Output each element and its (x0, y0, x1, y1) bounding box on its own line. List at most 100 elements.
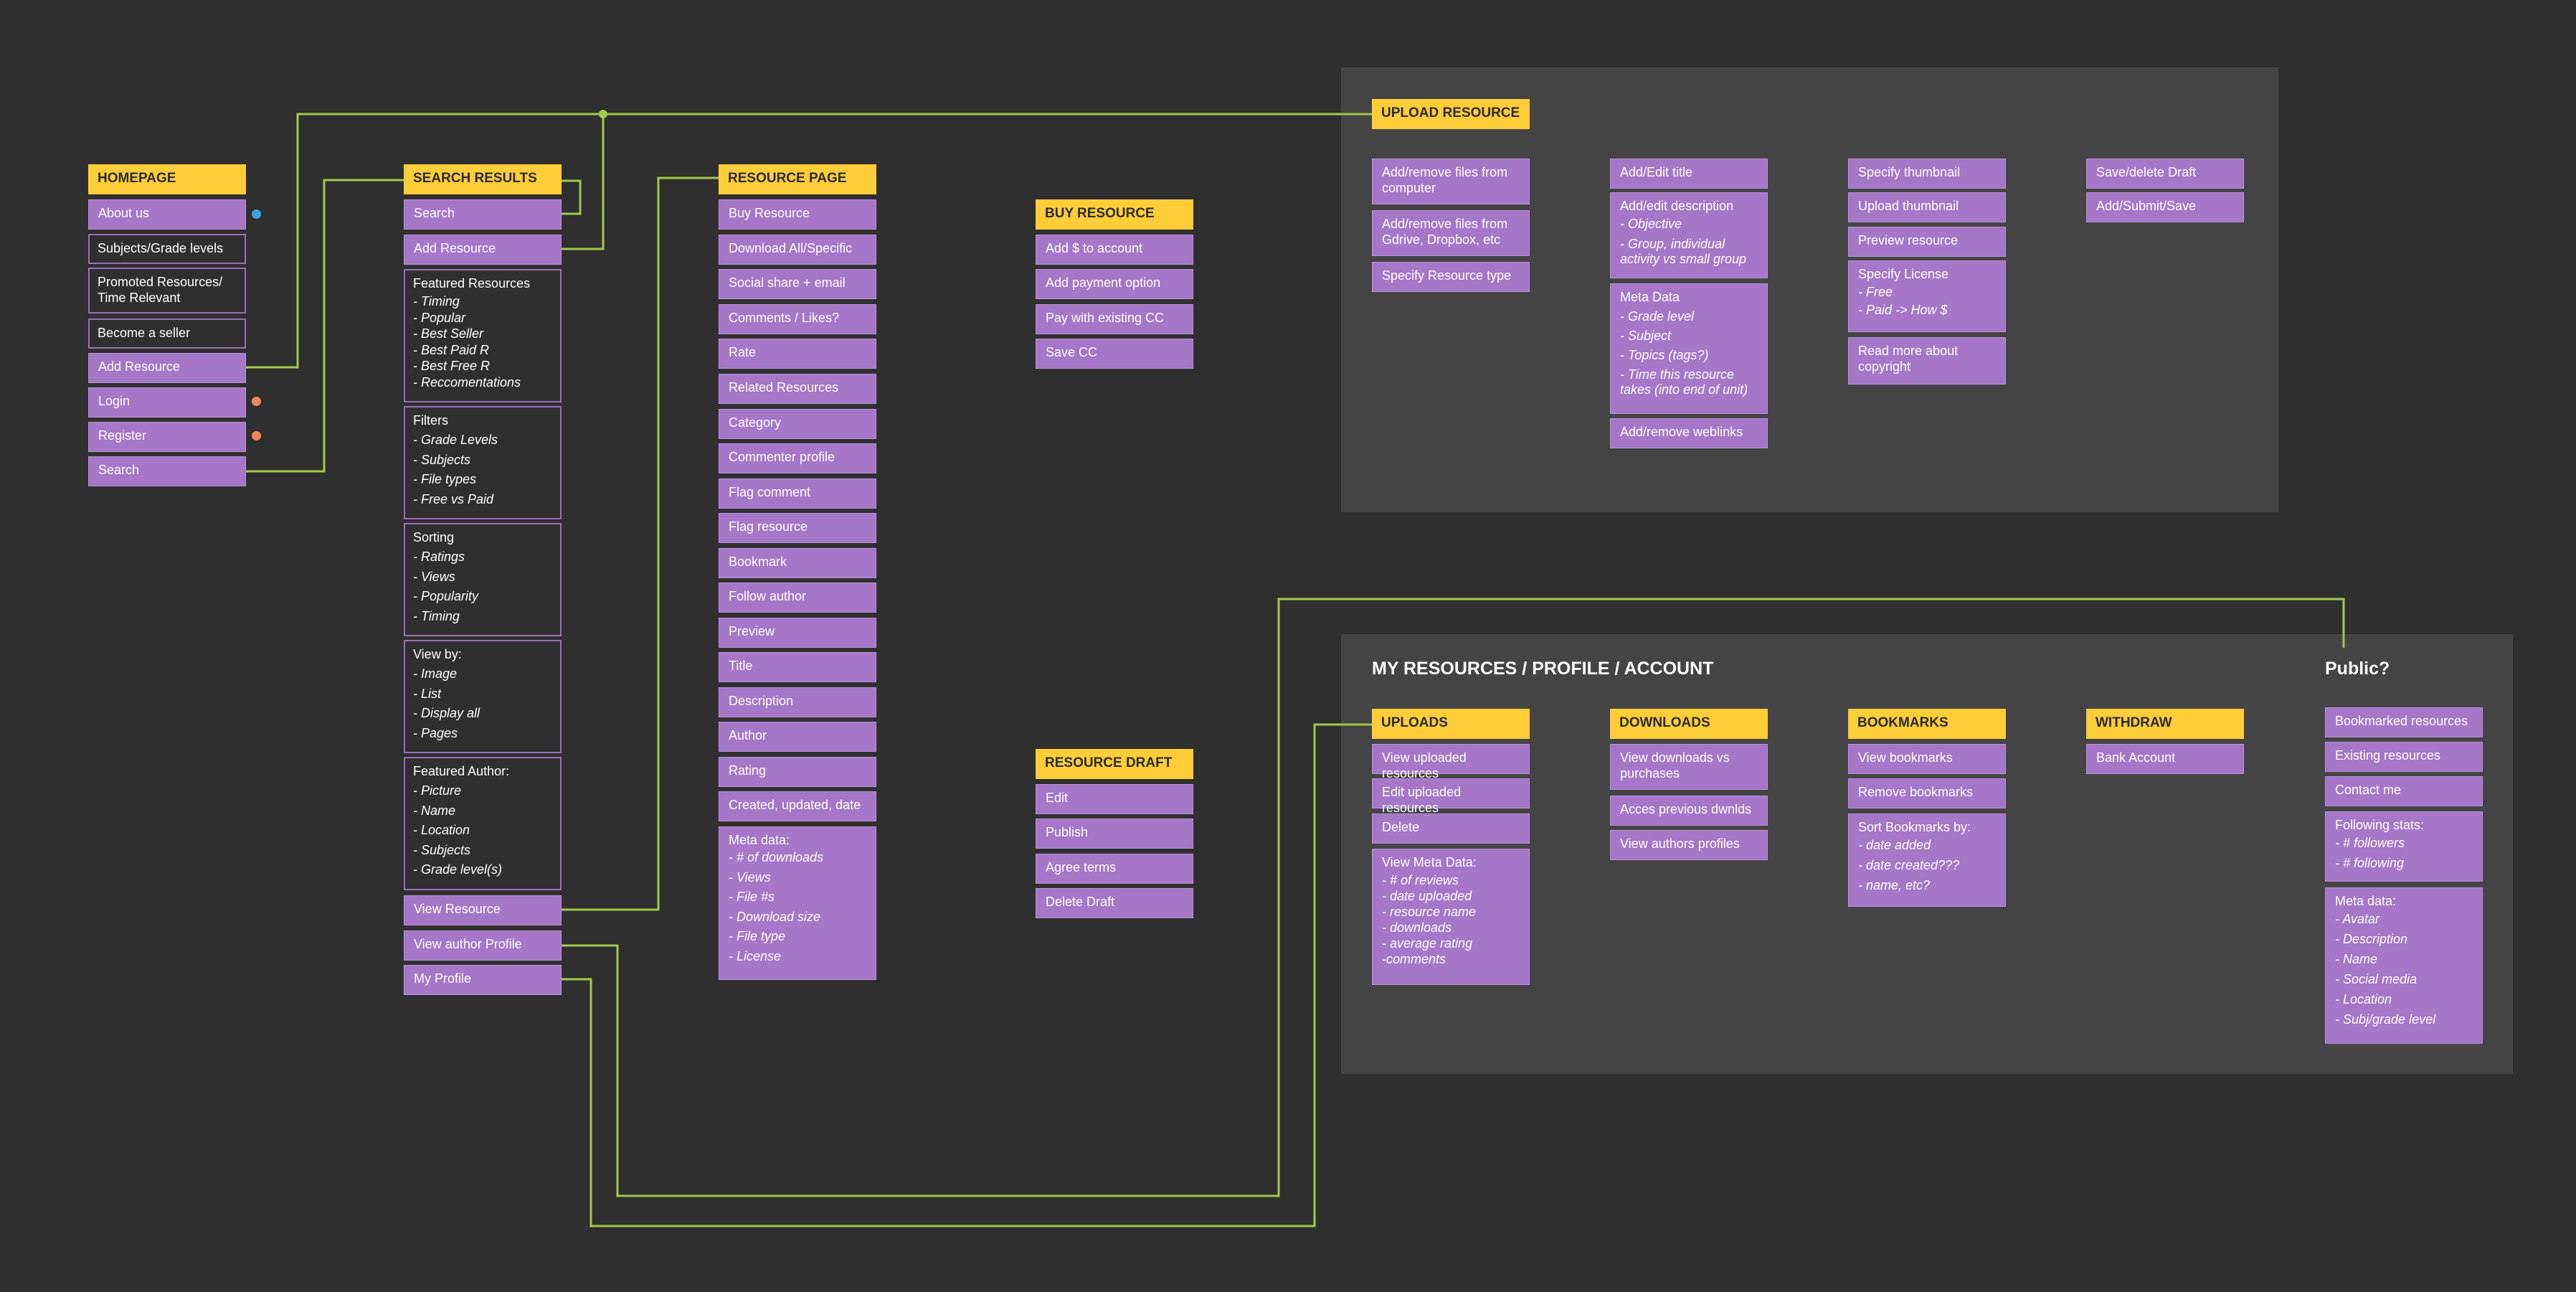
sorting-card[interactable]: Sorting Ratings Views Popularity Timing (404, 523, 562, 636)
list-item: Download size (729, 907, 867, 928)
category-link[interactable]: Category (719, 409, 876, 439)
existing-resources-button[interactable]: Existing resources (2325, 742, 2483, 772)
list-item: Location (413, 821, 552, 841)
view-authors-profiles-button[interactable]: View authors profiles (1610, 830, 1768, 860)
list-item: Best Seller (413, 326, 552, 342)
about-us-link[interactable]: About us (88, 199, 246, 230)
search-results-search-button[interactable]: Search (404, 199, 562, 230)
list-item: Grade level (1620, 307, 1758, 326)
account-section-title: MY RESOURCES / PROFILE / ACCOUNT (1372, 659, 1714, 679)
featured-author-list: Picture Name Location Subjects Grade lev… (413, 781, 552, 880)
promoted-resources-item[interactable]: Promoted Resources/ Time Relevant (88, 268, 246, 313)
add-files-cloud-button[interactable]: Add/remove files from Gdrive, Dropbox, e… (1372, 210, 1530, 256)
delete-upload-button[interactable]: Delete (1372, 814, 1530, 844)
list-item: Free (1858, 282, 1997, 302)
save-cc-button[interactable]: Save CC (1036, 339, 1193, 369)
public-section-title: Public? (2325, 659, 2390, 679)
list-item: Subject (1620, 326, 1758, 346)
register-button[interactable]: Register (88, 422, 246, 452)
download-button[interactable]: Download All/Specific (719, 235, 876, 265)
bank-account-button[interactable]: Bank Account (2086, 744, 2244, 774)
meta-data-list: Grade level Subject Topics (tags?) Time … (1620, 307, 1758, 397)
specify-resource-type-field[interactable]: Specify Resource type (1372, 262, 1530, 292)
add-funds-button[interactable]: Add $ to account (1036, 235, 1193, 265)
edit-description-card[interactable]: Add/edit description Objective Group, in… (1610, 192, 1768, 278)
following-stats-card: Following stats: # followers # following (2325, 811, 2483, 882)
previous-downloads-button[interactable]: Acces previous dwnlds (1610, 796, 1768, 826)
delete-draft-button[interactable]: Delete Draft (1036, 888, 1193, 918)
list-item: # of downloads (729, 848, 867, 868)
related-resources-link[interactable]: Related Resources (719, 374, 876, 404)
list-item: average rating (1382, 935, 1520, 951)
rate-button[interactable]: Rate (719, 339, 876, 369)
search-results-add-resource-button[interactable]: Add Resource (404, 235, 562, 265)
list-item: Name (413, 801, 552, 821)
save-delete-draft-button[interactable]: Save/delete Draft (2086, 159, 2244, 189)
view-by-card[interactable]: View by: Image List Display all Pages (404, 640, 562, 753)
resource-author[interactable]: Author (719, 722, 876, 752)
downloads-header: DOWNLOADS (1610, 709, 1768, 739)
view-meta-data-card[interactable]: View Meta Data: # of reviews date upload… (1372, 849, 1530, 985)
edit-draft-button[interactable]: Edit (1036, 784, 1193, 814)
meta-data-card[interactable]: Meta Data Grade level Subject Topics (ta… (1610, 283, 1768, 414)
resource-dates: Created, updated, date (719, 791, 876, 821)
list-item: Display all (413, 704, 552, 724)
edit-title-field[interactable]: Add/Edit title (1610, 159, 1768, 189)
view-uploaded-resources-button[interactable]: View uploaded resources (1372, 744, 1530, 781)
follow-author-button[interactable]: Follow author (719, 583, 876, 613)
view-bookmarks-button[interactable]: View bookmarks (1848, 744, 2006, 774)
flag-resource-button[interactable]: Flag resource (719, 513, 876, 543)
become-seller-link[interactable]: Become a seller (88, 319, 246, 349)
search-results-header: SEARCH RESULTS (404, 164, 562, 194)
filters-card[interactable]: Filters Grade Levels Subjects File types… (404, 406, 562, 519)
specify-thumbnail-button[interactable]: Specify thumbnail (1848, 159, 2006, 189)
featured-author-title: Featured Author: (413, 764, 510, 778)
flag-comment-button[interactable]: Flag comment (719, 478, 876, 509)
homepage-add-resource-button[interactable]: Add Resource (88, 353, 246, 383)
homepage-search-button[interactable]: Search (88, 456, 246, 486)
list-item: Topics (tags?) (1620, 346, 1758, 365)
list-item: License (729, 947, 867, 967)
featured-resources-title: Featured Resources (413, 276, 531, 291)
buy-resource-button[interactable]: Buy Resource (719, 199, 876, 230)
my-profile-button[interactable]: My Profile (404, 965, 562, 995)
resource-draft-header: RESOURCE DRAFT (1036, 749, 1193, 779)
comments-likes-button[interactable]: Comments / Likes? (719, 304, 876, 334)
view-author-profile-button[interactable]: View author Profile (404, 930, 562, 961)
copyright-info-link[interactable]: Read more about copyright (1848, 337, 2006, 385)
filters-title: Filters (413, 413, 448, 428)
add-payment-option-button[interactable]: Add payment option (1036, 269, 1193, 299)
login-button[interactable]: Login (88, 387, 246, 418)
preview-resource-button[interactable]: Preview resource (1848, 227, 2006, 257)
resource-meta-data-list: # of downloads Views File #s Download si… (729, 848, 867, 966)
contact-me-button[interactable]: Contact me (2325, 776, 2483, 806)
featured-resources-card[interactable]: Featured Resources Timing Popular Best S… (404, 269, 562, 402)
specify-license-card[interactable]: Specify License Free Paid -> How $ (1848, 260, 2006, 332)
upload-thumbnail-button[interactable]: Upload thumbnail (1848, 192, 2006, 222)
view-meta-data-list: # of reviews date uploaded resource name… (1382, 872, 1520, 951)
publish-draft-button[interactable]: Publish (1036, 819, 1193, 849)
list-item: # following (2335, 853, 2473, 873)
agree-terms-button[interactable]: Agree terms (1036, 854, 1193, 884)
sorting-title: Sorting (413, 530, 455, 544)
preview-button[interactable]: Preview (719, 618, 876, 648)
sort-bookmarks-card[interactable]: Sort Bookmarks by: date added date creat… (1848, 814, 2006, 907)
remove-bookmarks-button[interactable]: Remove bookmarks (1848, 778, 2006, 808)
commenter-profile-link[interactable]: Commenter profile (719, 443, 876, 473)
bookmarked-resources-button[interactable]: Bookmarked resources (2325, 707, 2483, 737)
edit-uploaded-resources-button[interactable]: Edit uploaded resources (1372, 778, 1530, 815)
list-item: List (413, 684, 552, 704)
view-downloads-button[interactable]: View downloads vs purchases (1610, 744, 1768, 790)
resource-meta-data-title: Meta data: (729, 833, 790, 847)
submit-resource-button[interactable]: Add/Submit/Save (2086, 192, 2244, 222)
add-weblinks-button[interactable]: Add/remove weblinks (1610, 418, 1768, 448)
featured-author-card[interactable]: Featured Author: Picture Name Location S… (404, 757, 562, 890)
view-resource-button[interactable]: View Resource (404, 895, 562, 925)
specify-license-list: Free Paid -> How $ (1858, 282, 1997, 318)
social-share-button[interactable]: Social share + email (719, 269, 876, 299)
pay-existing-cc-button[interactable]: Pay with existing CC (1036, 304, 1193, 334)
subjects-grade-levels-item[interactable]: Subjects/Grade levels (88, 234, 246, 264)
bookmark-button[interactable]: Bookmark (719, 548, 876, 578)
add-files-computer-button[interactable]: Add/remove files from computer (1372, 159, 1530, 204)
